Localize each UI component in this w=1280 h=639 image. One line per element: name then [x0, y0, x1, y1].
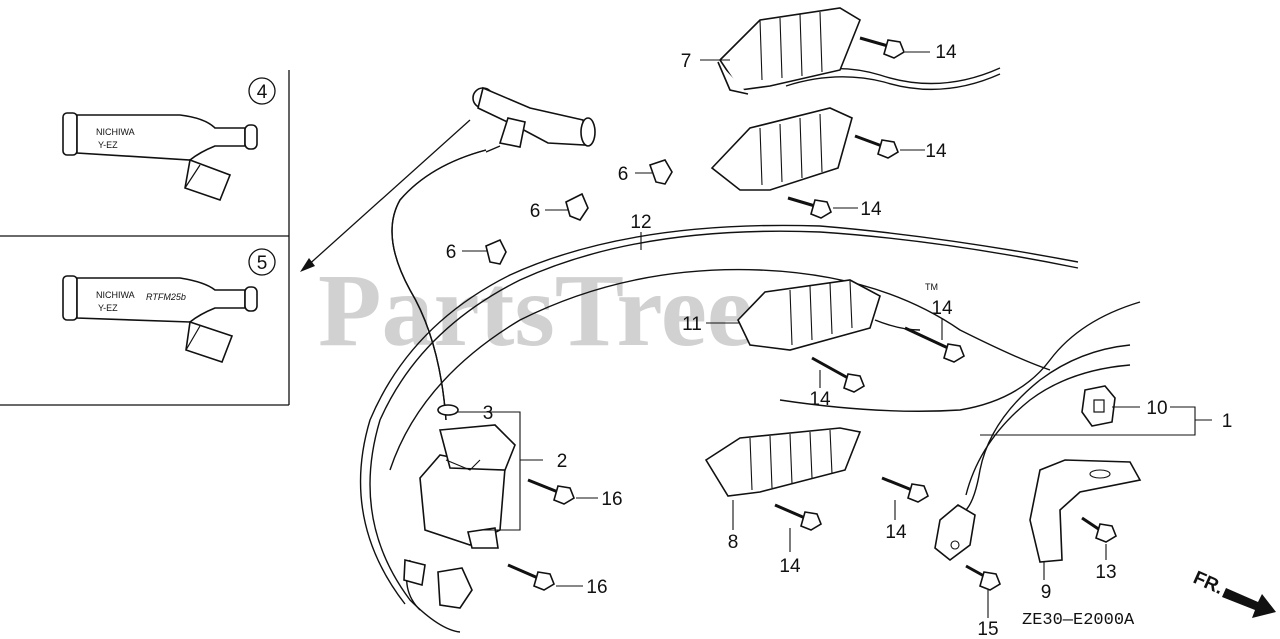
- callout-5[interactable]: 5: [248, 248, 276, 276]
- plug-cap-variant-a[interactable]: NICHIWA Y-EZ: [62, 112, 258, 202]
- callout-2[interactable]: 2: [557, 451, 568, 472]
- bracket-9[interactable]: [1029, 459, 1142, 563]
- callout-9[interactable]: 9: [1041, 582, 1052, 603]
- callout-3[interactable]: 3: [483, 403, 494, 424]
- charge-coil-7-upper[interactable]: [717, 7, 861, 95]
- callout-6[interactable]: 6: [530, 201, 541, 222]
- callout-4[interactable]: 4: [248, 77, 276, 105]
- callout-labels: 7 14 14 14 6 6 6 12 11 14 14 10 1 3 2 16…: [446, 42, 1233, 639]
- front-direction-indicator: FR.: [1190, 567, 1276, 618]
- direction-label: FR.: [1190, 567, 1227, 599]
- callout-14[interactable]: 14: [925, 141, 947, 162]
- wire-clip-2[interactable]: [565, 192, 589, 221]
- bolt-14-mid[interactable]: [787, 196, 832, 219]
- watermark: PartsTree: [318, 253, 753, 368]
- ignition-coil[interactable]: [419, 404, 516, 549]
- bolt-14-bottom-right[interactable]: [881, 476, 929, 503]
- coil-connector[interactable]: [403, 558, 473, 609]
- callout-11[interactable]: 11: [682, 314, 702, 335]
- spark-plug-cap[interactable]: [472, 86, 596, 153]
- bolt-14-upper-mid[interactable]: [854, 134, 899, 159]
- bolt-14-right[interactable]: [904, 326, 965, 363]
- svg-text:4: 4: [257, 82, 268, 103]
- callout-14[interactable]: 14: [931, 298, 953, 319]
- bolt-14-lower-left[interactable]: [811, 356, 865, 393]
- inset-brand-a: NICHIWA: [96, 127, 135, 137]
- callout-16[interactable]: 16: [601, 489, 622, 510]
- callout-14[interactable]: 14: [885, 522, 907, 543]
- callout-10[interactable]: 10: [1146, 398, 1167, 419]
- callout-8[interactable]: 8: [728, 532, 739, 553]
- grommet-10[interactable]: [1081, 385, 1116, 427]
- charge-coil-8[interactable]: [704, 427, 862, 497]
- callout-6[interactable]: 6: [618, 164, 629, 185]
- callout-14[interactable]: 14: [809, 389, 831, 410]
- charge-coil-11[interactable]: [737, 279, 881, 351]
- callout-7[interactable]: 7: [681, 51, 692, 72]
- bolt-14-top[interactable]: [859, 36, 905, 59]
- callout-14[interactable]: 14: [860, 199, 882, 220]
- wire-clip-1[interactable]: [648, 159, 673, 185]
- charge-coil-7-lower[interactable]: [710, 107, 853, 191]
- bolt-15[interactable]: [965, 564, 1001, 591]
- bolt-13[interactable]: [1081, 516, 1117, 543]
- bolt-16-upper[interactable]: [527, 478, 575, 505]
- svg-text:5: 5: [257, 253, 268, 274]
- callout-15[interactable]: 15: [977, 619, 998, 639]
- inset-model-a: Y-EZ: [98, 140, 118, 150]
- ground-terminal[interactable]: [934, 504, 976, 562]
- callout-16[interactable]: 16: [586, 577, 607, 598]
- front-arrow-icon: [1222, 588, 1276, 618]
- diagram-code: ZE30—E2000A: [1022, 611, 1135, 630]
- callout-14[interactable]: 14: [779, 556, 801, 577]
- inset-model-b: Y-EZ: [98, 303, 118, 313]
- plug-cap-variant-b[interactable]: NICHIWA Y-EZ RTFM25b: [62, 275, 258, 364]
- trademark-mark: TM: [925, 282, 938, 292]
- bolt-14-bottom[interactable]: [774, 503, 822, 531]
- inset-brand-b: NICHIWA: [96, 290, 135, 300]
- inset-panel: 4 5 NICHIWA Y-EZ NICHIWA Y-EZ RTFM25b: [0, 70, 290, 406]
- callout-13[interactable]: 13: [1095, 562, 1116, 583]
- inset-extra-code: RTFM25b: [146, 292, 186, 302]
- bolt-16-lower[interactable]: [507, 563, 555, 591]
- callout-14[interactable]: 14: [935, 42, 957, 63]
- callout-12[interactable]: 12: [630, 212, 651, 233]
- leader-lines: [458, 51, 1212, 618]
- wiring-harness: [359, 67, 1141, 633]
- reference-arrow: [300, 119, 471, 272]
- callout-6[interactable]: 6: [446, 242, 457, 263]
- wire-clip-3[interactable]: [485, 238, 507, 265]
- callout-1[interactable]: 1: [1222, 411, 1233, 432]
